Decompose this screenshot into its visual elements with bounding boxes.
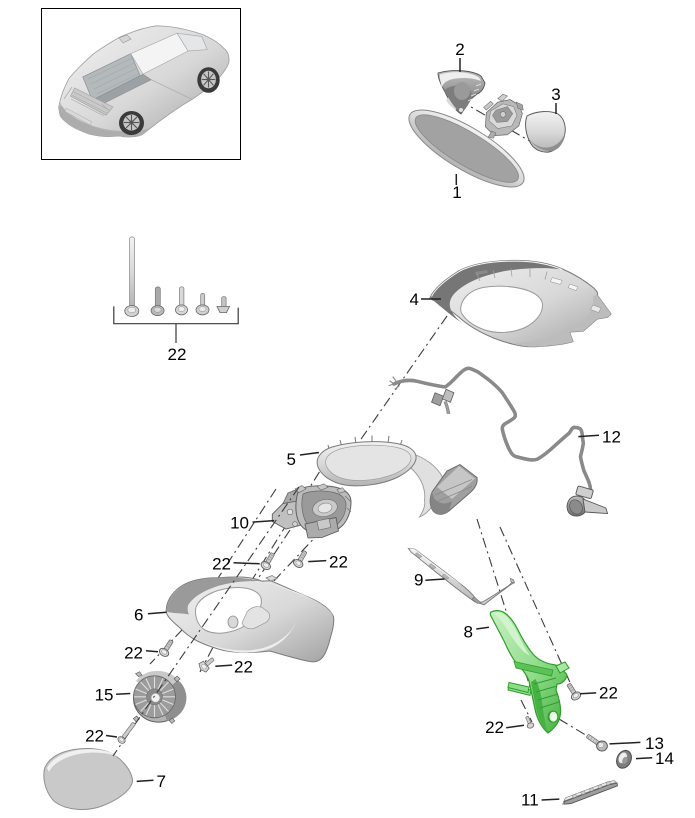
svg-text:12: 12 [602,428,621,447]
svg-text:2: 2 [455,40,464,59]
svg-text:22: 22 [85,727,104,746]
svg-text:22: 22 [212,555,231,574]
svg-text:4: 4 [410,290,419,309]
svg-text:14: 14 [655,749,674,768]
svg-text:22: 22 [124,644,143,663]
svg-text:3: 3 [551,85,560,104]
svg-text:7: 7 [157,772,166,791]
svg-text:10: 10 [230,514,249,533]
svg-text:9: 9 [414,571,423,590]
svg-text:15: 15 [95,686,114,705]
svg-text:11: 11 [521,791,539,810]
svg-text:22: 22 [168,345,187,364]
svg-text:5: 5 [287,450,296,469]
svg-text:8: 8 [464,623,473,642]
svg-text:13: 13 [645,734,664,753]
svg-text:22: 22 [329,553,348,572]
svg-text:22: 22 [599,684,618,703]
svg-text:22: 22 [485,718,504,737]
svg-text:1: 1 [452,183,461,202]
svg-text:22: 22 [234,658,253,677]
svg-text:6: 6 [134,606,143,625]
